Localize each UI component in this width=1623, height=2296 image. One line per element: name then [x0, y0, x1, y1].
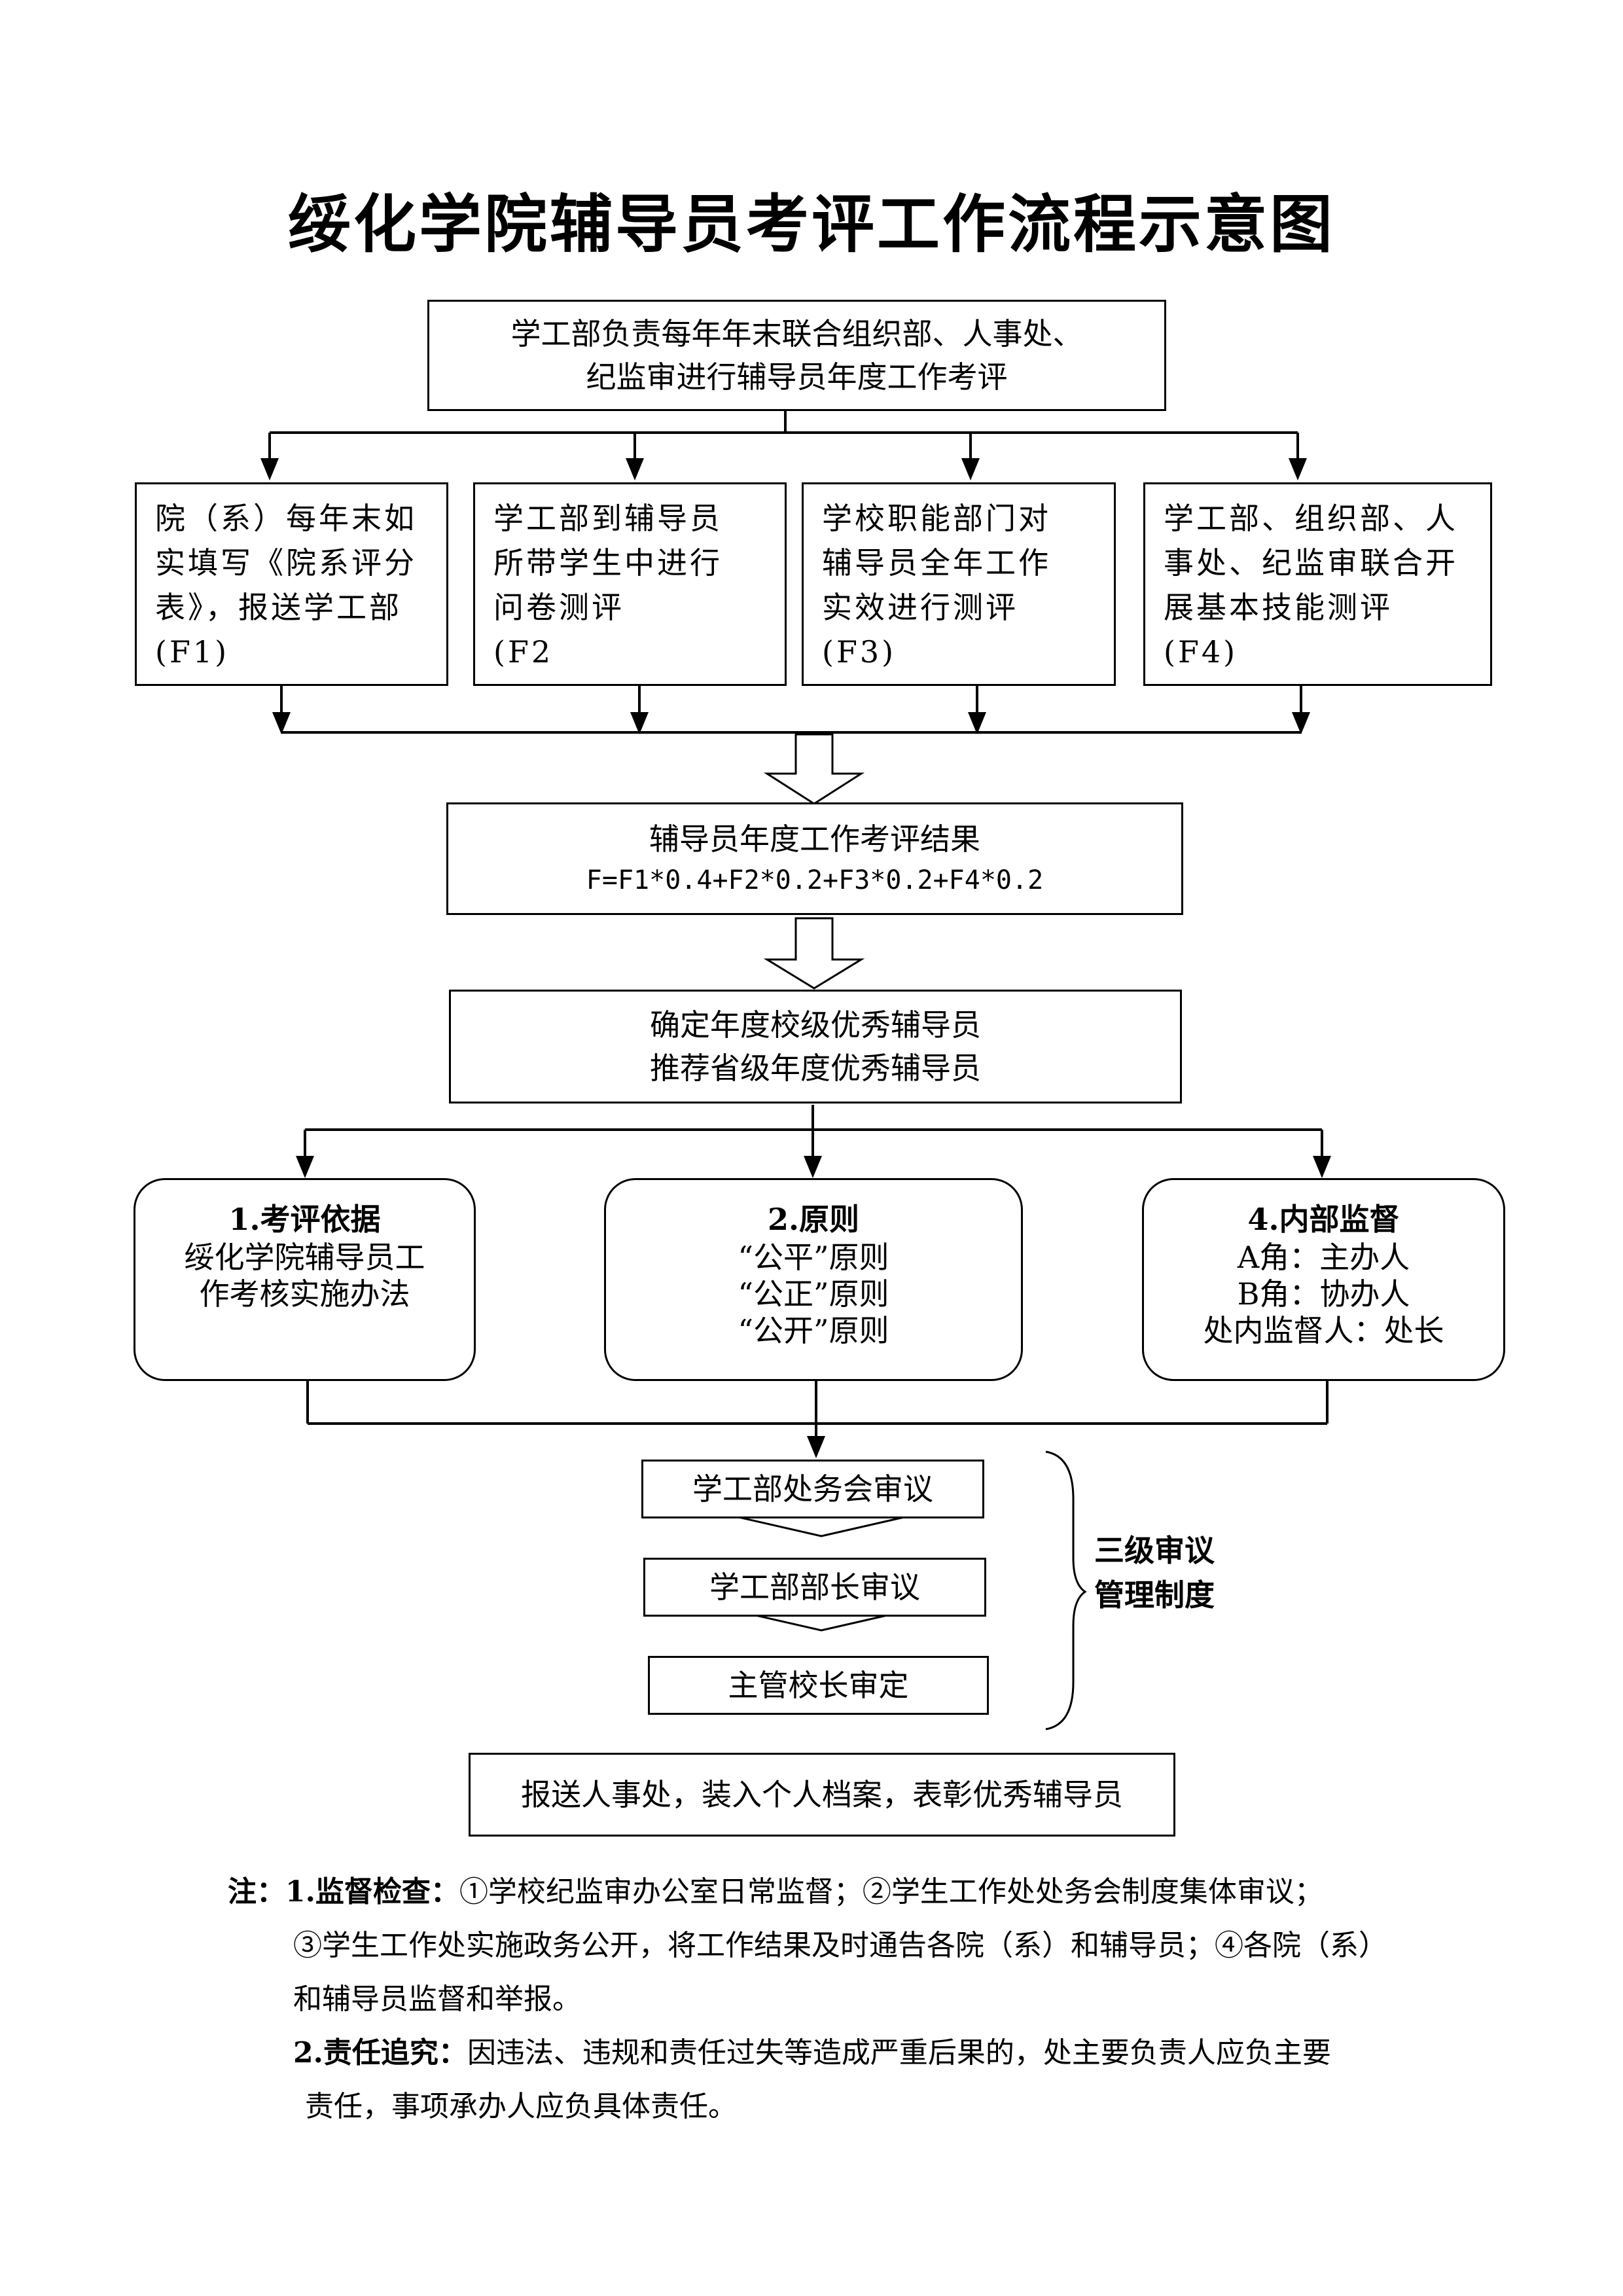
notes-item1-heading: 1.监督检查： — [285, 1875, 459, 1909]
notes-item2-text: 因违法、违规和责任过失等造成严重后果的，处主要负责人应负主要 — [467, 2036, 1331, 2070]
notes-section: 注：1.监督检查：①学校纪监审办公室日常监督；②学生工作处处务会制度集体审议； … — [228, 1865, 1484, 2134]
f3-line: (F3) — [822, 634, 897, 670]
principle-line2: “公正”原则 — [738, 1276, 889, 1312]
principle-line3: “公开”原则 — [738, 1313, 889, 1348]
final-archive-box: 报送人事处，装入个人档案，表彰优秀辅导员 — [469, 1753, 1175, 1837]
notes-item2-heading: 2.责任追究： — [293, 2036, 467, 2070]
f1-box: 院（系）每年末如 实填写《院系评分 表》，报送学工部 (F1) — [135, 482, 448, 686]
f4-line: 学工部、组织部、人 — [1164, 501, 1458, 536]
review-basis-line2: 作考核实施办法 — [199, 1276, 410, 1312]
f3-line: 实效进行测评 — [822, 590, 1018, 625]
internal-supervision-line1: A角：主办人 — [1237, 1240, 1410, 1275]
f4-line: 展基本技能测评 — [1164, 590, 1393, 625]
notes-prefix: 注： — [228, 1875, 285, 1909]
annual-review-start-line1: 学工部负责每年年末联合组织部、人事处、 — [510, 316, 1083, 351]
f2-line: 问卷测评 — [493, 590, 624, 625]
page-title: 绥化学院辅导员考评工作流程示意图 — [288, 187, 1335, 261]
f3-line: 辅导员全年工作 — [822, 545, 1051, 581]
review-result-box: 辅导员年度工作考评结果 F=F1*0.4+F2*0.2+F3*0.2+F4*0.… — [446, 802, 1183, 915]
excellent-counselor-line1: 确定年度校级优秀辅导员 — [650, 1007, 981, 1043]
f2-line: (F2 — [493, 634, 554, 670]
excellent-counselor-line2: 推荐省级年度优秀辅导员 — [650, 1050, 981, 1086]
principle-line1: “公平”原则 — [738, 1240, 889, 1275]
review-step-label: 学工部部长审议 — [709, 1570, 920, 1605]
f4-box: 学工部、组织部、人 事处、纪监审联合开 展基本技能测评 (F4) — [1143, 482, 1492, 686]
internal-supervision-line2: B角：协办人 — [1237, 1276, 1410, 1312]
internal-supervision-box: 4.内部监督 A角：主办人 B角：协办人 处内监督人：处长 — [1142, 1178, 1505, 1381]
f4-line: (F4) — [1164, 634, 1238, 670]
review-step-vice-president: 主管校长审定 — [648, 1656, 989, 1715]
principle-box: 2.原则 “公平”原则 “公正”原则 “公开”原则 — [604, 1178, 1023, 1381]
annual-review-start-line2: 纪监审进行辅导员年度工作考评 — [586, 359, 1008, 395]
notes-line: ③学生工作处实施政务公开，将工作结果及时通告各院（系）和辅导员；④各院（系） — [293, 1929, 1387, 1962]
review-basis-line1: 绥化学院辅导员工 — [184, 1240, 425, 1275]
notes-line: 责任，事项承办人应负具体责任。 — [305, 2090, 737, 2123]
annual-review-start-box: 学工部负责每年年末联合组织部、人事处、 纪监审进行辅导员年度工作考评 — [427, 300, 1166, 411]
f2-line: 所带学生中进行 — [493, 545, 722, 581]
internal-supervision-line3: 处内监督人：处长 — [1203, 1313, 1444, 1348]
f2-line: 学工部到辅导员 — [493, 501, 722, 536]
review-step-office-meeting: 学工部处务会审议 — [641, 1460, 984, 1518]
internal-supervision-heading: 4.内部监督 — [1247, 1202, 1400, 1237]
notes-line: 注：1.监督检查：①学校纪监审办公室日常监督；②学生工作处处务会制度集体审议； — [228, 1865, 1484, 1919]
final-archive-text: 报送人事处，装入个人档案，表彰优秀辅导员 — [521, 1777, 1123, 1812]
notes-line: 和辅导员监督和举报。 — [293, 1982, 581, 2016]
three-level-review-label: 三级审议 管理制度 — [1094, 1528, 1215, 1617]
f4-line: 事处、纪监审联合开 — [1164, 545, 1458, 581]
review-basis-heading: 1.考评依据 — [228, 1202, 381, 1237]
f3-line: 学校职能部门对 — [822, 501, 1051, 536]
review-step-director: 学工部部长审议 — [643, 1558, 986, 1617]
f1-line: 表》，报送学工部 — [155, 590, 402, 625]
review-result-formula: F=F1*0.4+F2*0.2+F3*0.2+F4*0.2 — [586, 865, 1044, 895]
review-result-title: 辅导员年度工作考评结果 — [649, 821, 980, 857]
f1-line: (F1) — [155, 634, 230, 670]
principle-heading: 2.原则 — [767, 1202, 860, 1237]
notes-item1-text: ①学校纪监审办公室日常监督；②学生工作处处务会制度集体审议； — [459, 1875, 1323, 1909]
excellent-counselor-box: 确定年度校级优秀辅导员 推荐省级年度优秀辅导员 — [449, 990, 1182, 1103]
three-level-review-line2: 管理制度 — [1094, 1577, 1215, 1613]
review-step-label: 学工部处务会审议 — [692, 1471, 933, 1507]
f1-line: 院（系）每年末如 — [155, 501, 417, 536]
notes-line: 2.责任追究：因违法、违规和责任过失等造成严重后果的，处主要负责人应负主要 — [228, 2026, 1484, 2080]
review-basis-box: 1.考评依据 绥化学院辅导员工 作考核实施办法 — [134, 1178, 476, 1381]
f1-line: 实填写《院系评分 — [155, 545, 417, 581]
f3-box: 学校职能部门对 辅导员全年工作 实效进行测评 (F3) — [802, 482, 1116, 686]
three-level-review-line1: 三级审议 — [1094, 1533, 1215, 1568]
f2-box: 学工部到辅导员 所带学生中进行 问卷测评 (F2 — [473, 482, 787, 686]
review-step-label: 主管校长审定 — [728, 1668, 909, 1703]
